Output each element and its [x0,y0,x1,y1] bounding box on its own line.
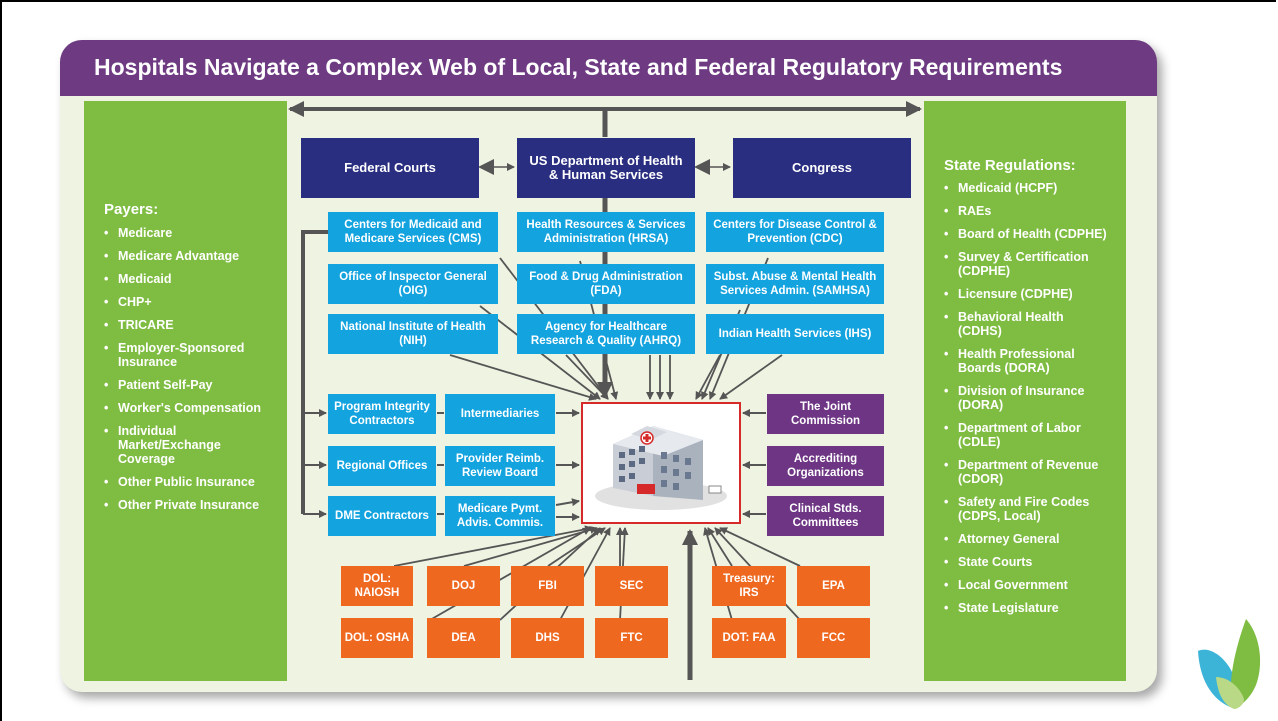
bullet-icon: • [104,318,109,332]
title-bar: Hospitals Navigate a Complex Web of Loca… [60,40,1157,96]
list-item: •CHP+ [104,295,152,309]
state-list: •Medicaid (HCPF) •RAEs •Board of Health … [944,181,1126,615]
bullet-icon: • [944,310,949,324]
ihs-box: Indian Health Services (IHS) [706,314,884,354]
ahrq-box: Agency for Healthcare Research & Quality… [517,314,695,354]
list-item: •Worker's Compensation [104,401,262,415]
state-regulations-panel: State Regulations: •Medicaid (HCPF) •RAE… [924,101,1126,681]
list-item: •Other Private Insurance [104,498,260,512]
list-item: •Behavioral Health (CDHS) [944,310,1064,338]
fbi-box: FBI [511,566,584,606]
fcc-box: FCC [797,618,870,658]
intermediaries-box: Intermediaries [445,394,555,434]
list-item: •Individual Market/Exchange Coverage [104,424,221,466]
bullet-icon: • [944,601,949,615]
prrb-box: Provider Reimb. Review Board [445,446,555,486]
oig-box: Office of Inspector General (OIG) [328,264,498,304]
list-item: •RAEs [944,204,992,218]
dol-osha-box: DOL: OSHA [341,618,413,658]
payers-panel: Payers: •Medicare •Medicare Advantage •M… [84,101,287,681]
bullet-icon: • [104,295,109,309]
list-item: •Division of Insurance (DORA) [944,384,1085,412]
list-item: •Safety and Fire Codes (CDPS, Local) [944,495,1090,523]
bullet-icon: • [944,421,949,435]
payers-list: •Medicare •Medicare Advantage •Medicaid … [104,226,287,512]
list-item: •Employer-Sponsored Insurance [104,341,245,369]
congress-box: Congress [733,138,911,198]
list-item: •Department of Revenue (CDOR) [944,458,1099,486]
cdc-box: Centers for Disease Control & Prevention… [706,212,884,252]
list-item: •TRICARE [104,318,174,332]
bullet-icon: • [944,227,949,241]
federal-courts-box: Federal Courts [301,138,479,198]
bullet-icon: • [104,378,109,392]
list-item: •Department of Labor (CDLE) [944,421,1081,449]
list-item: •Patient Self-Pay [104,378,213,392]
list-item: •Attorney General [944,532,1060,546]
bullet-icon: • [944,532,949,546]
dot-faa-box: DOT: FAA [712,618,786,658]
epa-box: EPA [797,566,870,606]
list-item: •Medicare [104,226,173,240]
hrsa-box: Health Resources & Services Administrati… [517,212,695,252]
bullet-icon: • [944,578,949,592]
bullet-icon: • [944,181,949,195]
bullet-icon: • [104,226,109,240]
dme-contractors-box: DME Contractors [328,496,436,536]
ftc-box: FTC [595,618,668,658]
list-item: •Medicaid (HCPF) [944,181,1058,195]
list-item: •Board of Health (CDPHE) [944,227,1107,241]
sec-box: SEC [595,566,668,606]
bullet-icon: • [944,384,949,398]
hospital-box [581,402,741,524]
bullet-icon: • [104,401,109,415]
list-item: •Survey & Certification (CDPHE) [944,250,1089,278]
bullet-icon: • [944,204,949,218]
payers-heading: Payers: [104,201,159,218]
joint-commission-box: The Joint Commission [767,394,884,434]
list-item: •State Legislature [944,601,1059,615]
medpac-box: Medicare Pymt. Advis. Commis. [445,496,555,536]
bullet-icon: • [944,495,949,509]
nih-box: National Institute of Health (NIH) [328,314,498,354]
state-heading: State Regulations: [944,157,1076,174]
bullet-icon: • [944,347,949,361]
dhs-box: DHS [511,618,584,658]
dol-naiosh-box: DOL: NAIOSH [341,566,413,606]
bullet-icon: • [104,498,109,512]
list-item: •Health Professional Boards (DORA) [944,347,1075,375]
leaf-logo-icon [1198,619,1261,709]
dea-box: DEA [427,618,500,658]
accrediting-organizations-box: Accrediting Organizations [767,446,884,486]
treasury-irs-box: Treasury: IRS [712,566,786,606]
fda-box: Food & Drug Administration (FDA) [517,264,695,304]
hhs-box: US Department of Health & Human Services [517,138,695,198]
bullet-icon: • [944,287,949,301]
list-item: •Medicare Advantage [104,249,240,263]
hospital-icon [595,426,727,510]
bullet-icon: • [104,475,109,489]
bullet-icon: • [944,555,949,569]
bullet-icon: • [944,250,949,264]
program-integrity-box: Program Integrity Contractors [328,394,436,434]
list-item: •Local Government [944,578,1068,592]
list-item: •Medicaid [104,272,172,286]
bullet-icon: • [104,249,109,263]
list-item: •Other Public Insurance [104,475,255,489]
regional-offices-box: Regional Offices [328,446,436,486]
diagram-card: Hospitals Navigate a Complex Web of Loca… [60,40,1157,692]
bullet-icon: • [944,458,949,472]
doj-box: DOJ [427,566,500,606]
cms-box: Centers for Medicaid and Medicare Servic… [328,212,498,252]
bullet-icon: • [104,341,109,355]
bullet-icon: • [104,272,109,286]
page-title: Hospitals Navigate a Complex Web of Loca… [94,54,1063,80]
clinical-standards-box: Clinical Stds. Committees [767,496,884,536]
samhsa-box: Subst. Abuse & Mental Health Services Ad… [706,264,884,304]
list-item: •State Courts [944,555,1033,569]
bullet-icon: • [104,424,109,438]
list-item: •Licensure (CDPHE) [944,287,1073,301]
